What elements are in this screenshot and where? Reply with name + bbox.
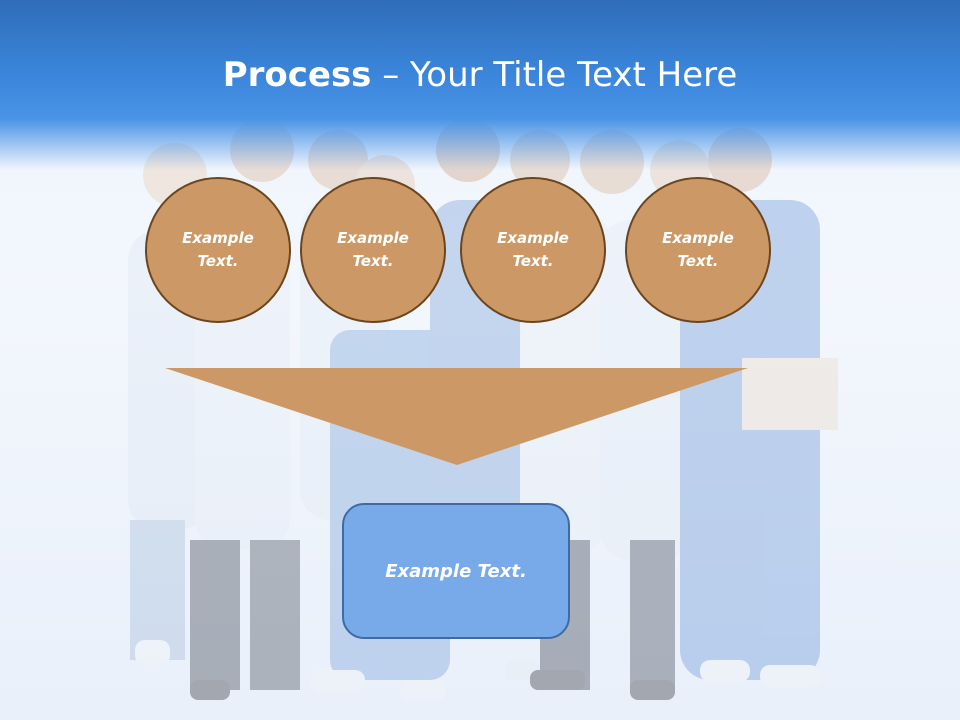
circle-3-text: Example Text. [497,229,569,270]
process-circle-4: Example Text. [625,177,771,323]
title-light-part: – Your Title Text Here [371,55,738,95]
process-circle-3: Example Text. [460,177,606,323]
title-bold-part: Process [222,55,372,95]
circle-2-text: Example Text. [337,229,409,270]
process-circle-2: Example Text. [300,177,446,323]
result-box-text: Example Text. [385,560,527,582]
title-bar [0,0,960,170]
result-box: Example Text. [342,503,570,639]
circle-4-text: Example Text. [662,229,734,270]
process-circle-1: Example Text. [145,177,291,323]
slide-title: Process – Your Title Text Here [0,50,960,100]
circle-1-text: Example Text. [182,229,254,270]
